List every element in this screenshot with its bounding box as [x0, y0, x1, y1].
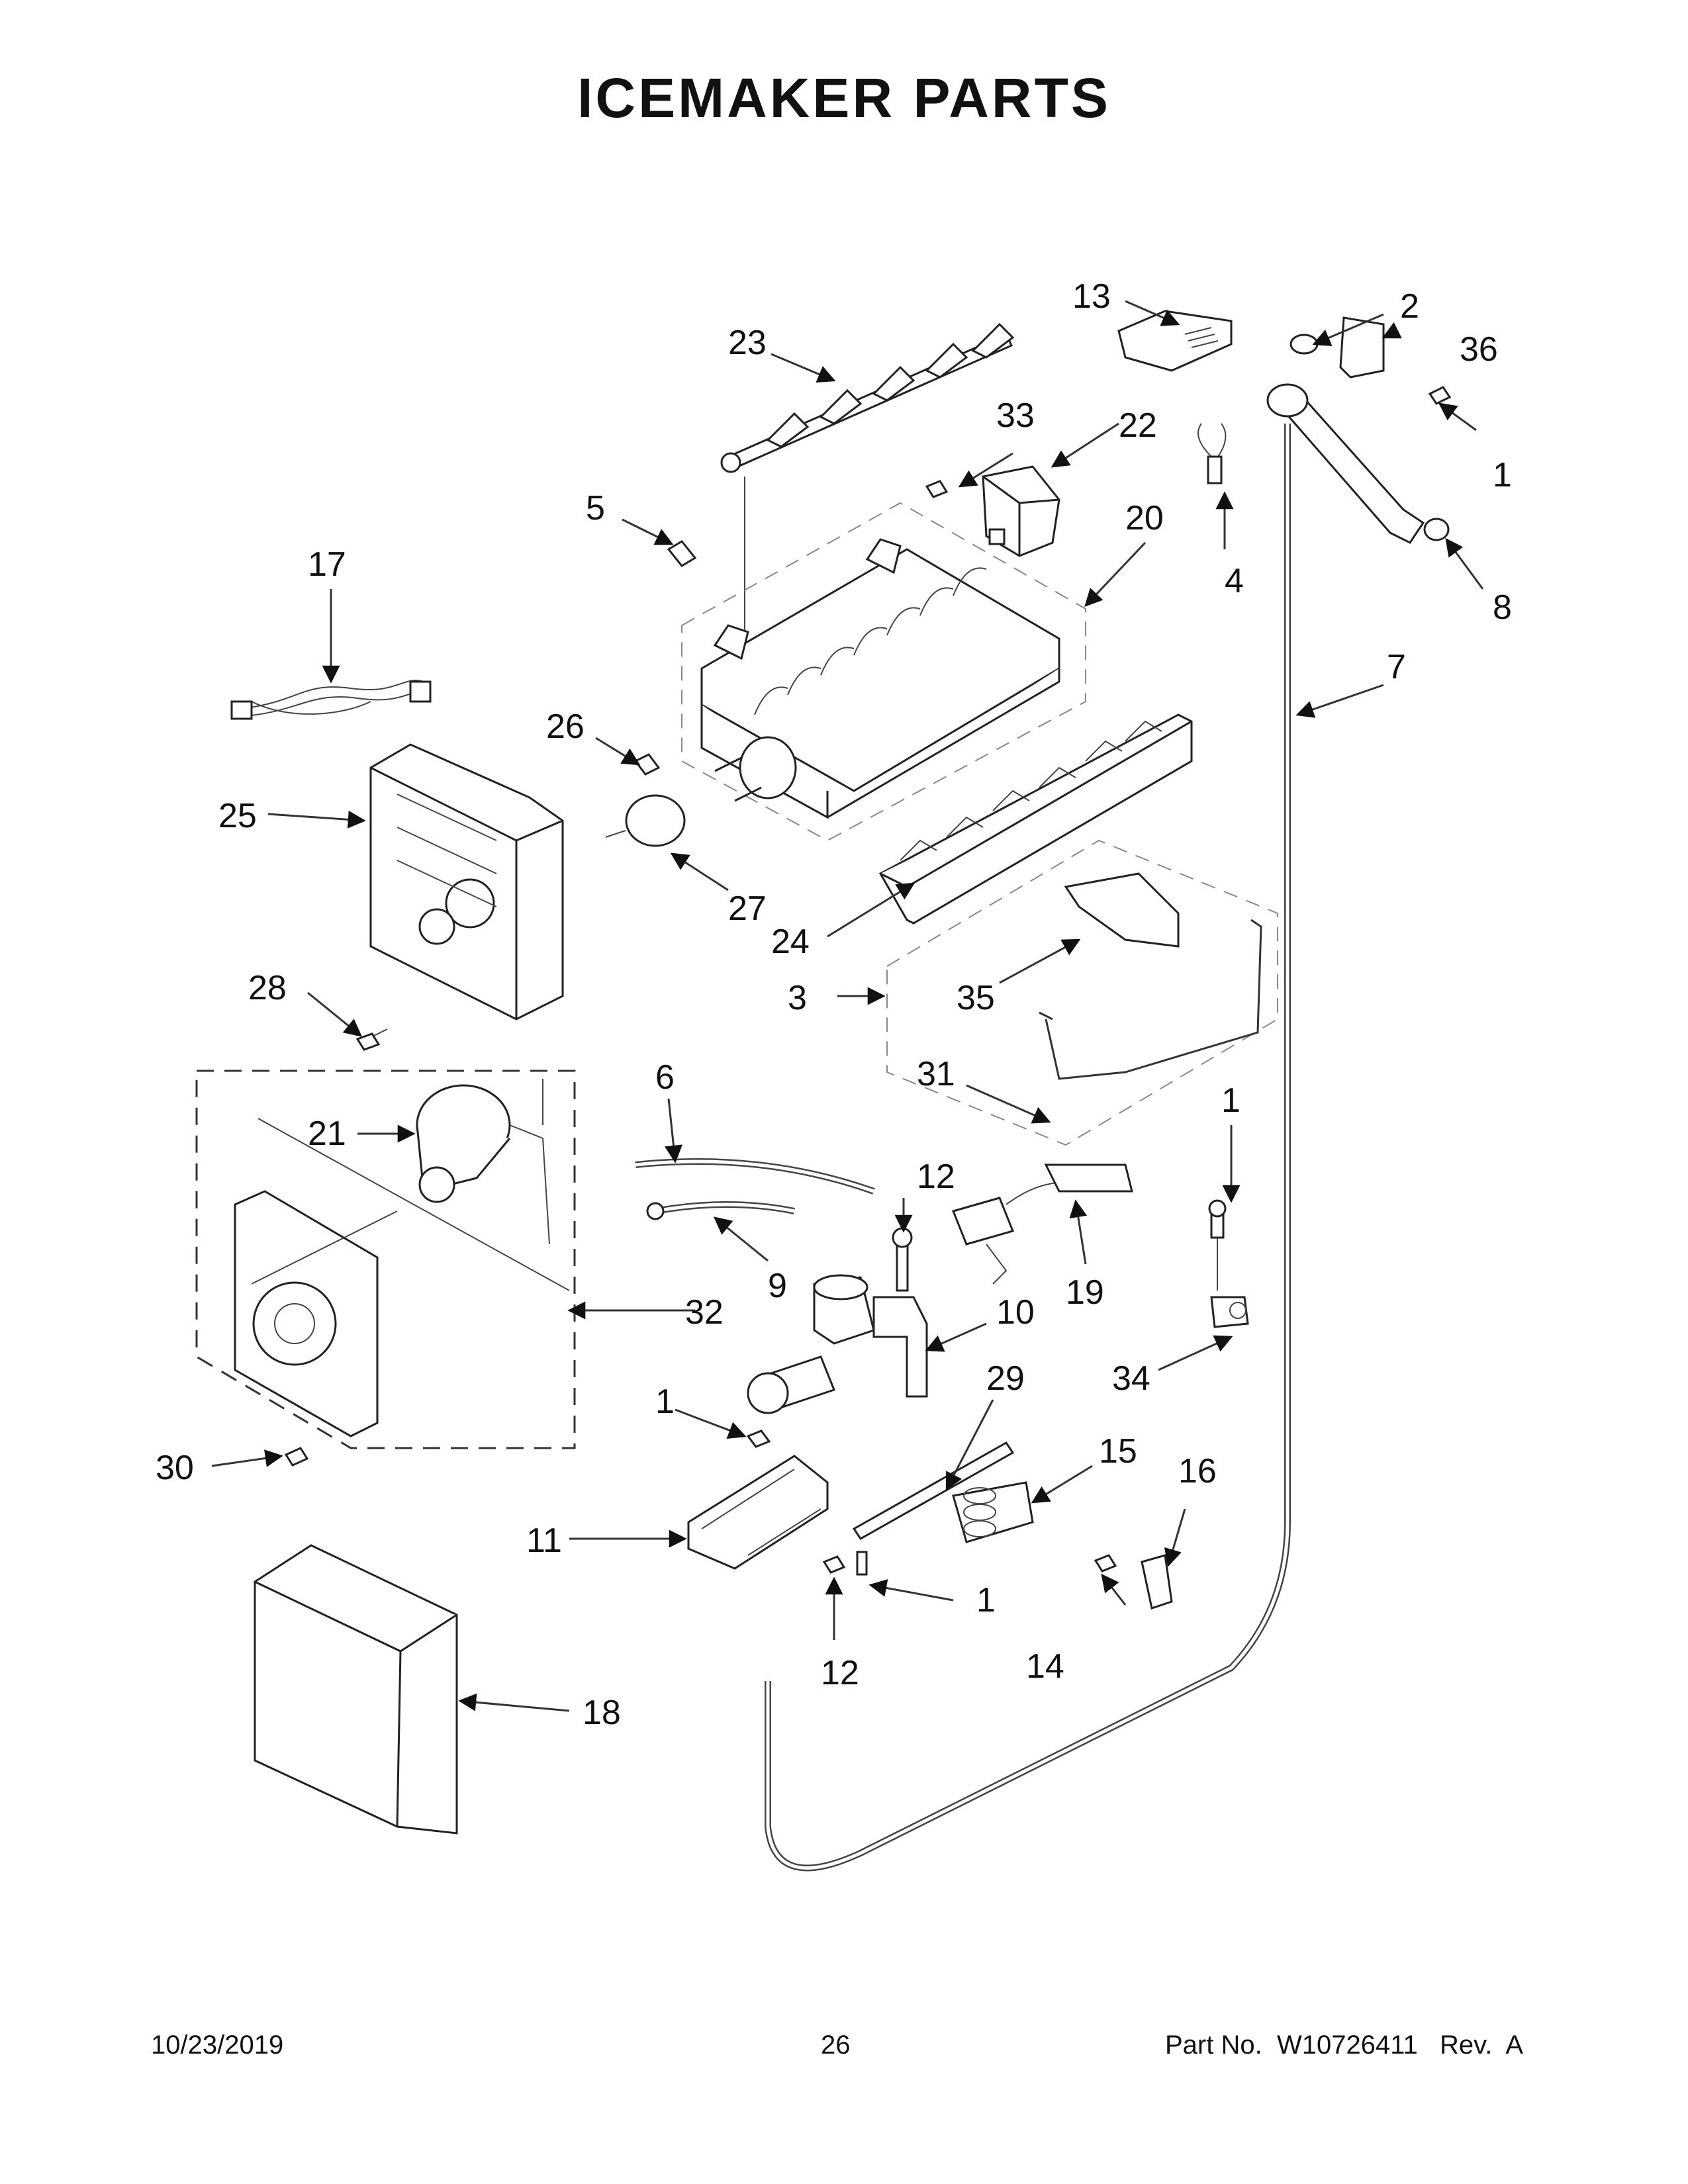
callout-label: 21	[308, 1115, 346, 1153]
thermostat-cover-part	[1117, 310, 1233, 372]
callout-label: 22	[1119, 406, 1157, 445]
callout-label: 24	[771, 923, 810, 961]
screw-part	[355, 1028, 388, 1051]
callout-label: 15	[1099, 1432, 1137, 1471]
control-module-housing-part	[369, 743, 564, 1021]
callout-label: 16	[1178, 1452, 1217, 1490]
shutoff-arm-assembly	[886, 839, 1278, 1146]
ice-mold-part	[681, 502, 1086, 842]
callout-label: 6	[655, 1058, 675, 1097]
thermal-fuse-part	[605, 753, 686, 847]
callout-label: 23	[728, 324, 767, 362]
footer-page-number: 26	[821, 2030, 851, 2060]
callout-label: 28	[248, 969, 287, 1007]
callout-arrows	[211, 300, 1484, 1712]
screw-part	[925, 480, 949, 498]
callout-label: 36	[1460, 330, 1498, 369]
callout-label: 19	[1066, 1273, 1104, 1312]
callout-label: 3	[788, 979, 807, 1017]
callout-label: 18	[583, 1694, 621, 1732]
fill-tube-part	[635, 1158, 875, 1220]
switch-part	[1141, 1554, 1173, 1610]
callout-label: 33	[996, 396, 1035, 435]
callout-label: 1	[1221, 1081, 1241, 1120]
callout-label: 20	[1125, 499, 1164, 537]
callout-label: 2	[1400, 287, 1419, 326]
callout-label: 12	[917, 1158, 955, 1196]
valve-wire-harness-part	[951, 1163, 1133, 1285]
callout-label: 17	[308, 545, 346, 584]
callout-label: 9	[768, 1267, 787, 1305]
tube-clamp-part	[1210, 1296, 1249, 1328]
clip-part	[667, 540, 697, 567]
callout-label: 14	[1026, 1647, 1064, 1686]
callout-label: 29	[986, 1359, 1025, 1398]
fill-cup-part	[982, 465, 1060, 557]
callout-label: 27	[728, 889, 767, 928]
callout-label: 35	[957, 979, 995, 1017]
motor-assembly	[195, 1069, 576, 1449]
bracket-part	[687, 1430, 829, 1570]
callout-label: 5	[586, 489, 605, 527]
callout-label: 11	[526, 1522, 562, 1560]
callout-label: 13	[1072, 277, 1111, 316]
water-tube-part	[765, 424, 1291, 1872]
screw-part	[1208, 1199, 1227, 1291]
callout-label: 1	[976, 1581, 996, 1619]
callout-label: 8	[1493, 588, 1512, 627]
screw-part	[856, 1551, 868, 1576]
callout-label: 25	[218, 797, 257, 835]
footer-part-number: Part No. W10726411 Rev. A	[1165, 2030, 1524, 2060]
callout-label: 10	[996, 1293, 1035, 1332]
stripper-part	[878, 713, 1193, 925]
callout-label: 4	[1225, 562, 1244, 600]
callout-label: 32	[685, 1293, 724, 1332]
callout-label: 1	[1493, 456, 1512, 494]
screw-part	[284, 1447, 309, 1467]
callout-label: 31	[917, 1055, 955, 1093]
ejector-part	[720, 322, 1015, 662]
footer-date: 10/23/2019	[151, 2030, 284, 2060]
callout-label: 26	[546, 707, 585, 746]
fill-tube-heater-part	[1266, 316, 1452, 544]
callout-label: 30	[156, 1449, 194, 1487]
thermostat-part	[1197, 423, 1227, 484]
ice-level-bracket-part	[952, 1481, 1034, 1543]
icemaker-cover-part	[254, 1544, 458, 1835]
callout-label: 1	[655, 1383, 675, 1421]
wire-harness-part	[230, 679, 432, 720]
page-title: ICEMAKER PARTS	[577, 67, 1111, 129]
callout-label: 12	[821, 1654, 859, 1692]
callout-label: 34	[1112, 1359, 1150, 1398]
callout-label: 7	[1387, 648, 1406, 686]
water-valve-part	[747, 1227, 928, 1414]
screw-part	[1094, 1554, 1117, 1572]
screw-part	[822, 1555, 846, 1574]
